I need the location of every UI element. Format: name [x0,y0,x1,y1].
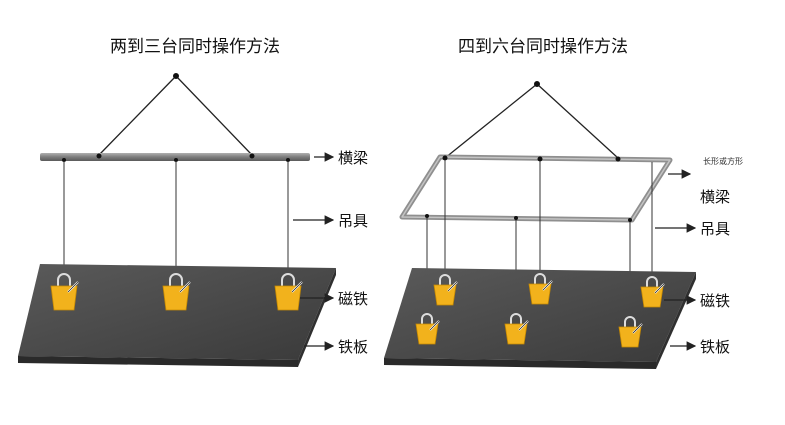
left-plate-side [298,268,336,367]
right-plate-edge [384,358,656,369]
right-plate-side [656,272,696,369]
left-steel-plate [18,264,336,360]
right-panel-title: 四到六台同时操作方法 [458,37,628,57]
right-frame-note: 长形或方形 [703,157,743,166]
left-assembly [18,73,336,367]
left-panel-title: 两到三台同时操作方法 [110,37,280,57]
magnet-icon [274,273,303,311]
magnet-icon [433,274,458,306]
left-magnet-label: 磁铁 [338,290,369,308]
right-frame [399,154,673,223]
lifting-point-icon [62,158,66,162]
right-assembly [384,81,697,369]
right-steel-plate [384,268,696,362]
magnet-icon [528,273,553,305]
lifting-point-icon [534,81,540,87]
lifting-point-icon [615,156,621,162]
right-frame-highlight [401,156,671,221]
lifting-point-icon [173,73,179,79]
left-beam-label: 横梁 [338,149,369,167]
left-spreader-label: 吊具 [338,212,369,230]
right-spreader-label: 吊具 [700,220,731,238]
lifting-point-icon [286,158,290,162]
right-beam-label: 横梁 [700,188,731,206]
magnet-icon [504,313,529,345]
left-sling-line [175,75,253,156]
lifting-point-icon [537,156,543,162]
lifting-point-icon [249,153,255,159]
lifting-point-icon [96,153,102,159]
lifting-point-icon [174,158,178,162]
right-plate-label: 铁板 [700,338,731,356]
lifting-point-icon [425,214,429,218]
left-sling-line [98,75,177,156]
right-sling-line [536,83,619,159]
magnet-icon [618,316,643,348]
magnet-icon [640,276,665,308]
left-plate-label: 铁板 [338,338,369,356]
right-magnet-label: 磁铁 [700,292,731,310]
magnet-icon [415,313,440,345]
lifting-point-icon [442,155,448,161]
lifting-point-icon [514,216,518,220]
left-beam [40,153,310,161]
magnet-icon [162,273,191,311]
lifting-point-icon [628,218,632,222]
magnet-icon [50,273,79,311]
right-sling-line [444,83,538,159]
left-plate-edge [18,356,298,367]
